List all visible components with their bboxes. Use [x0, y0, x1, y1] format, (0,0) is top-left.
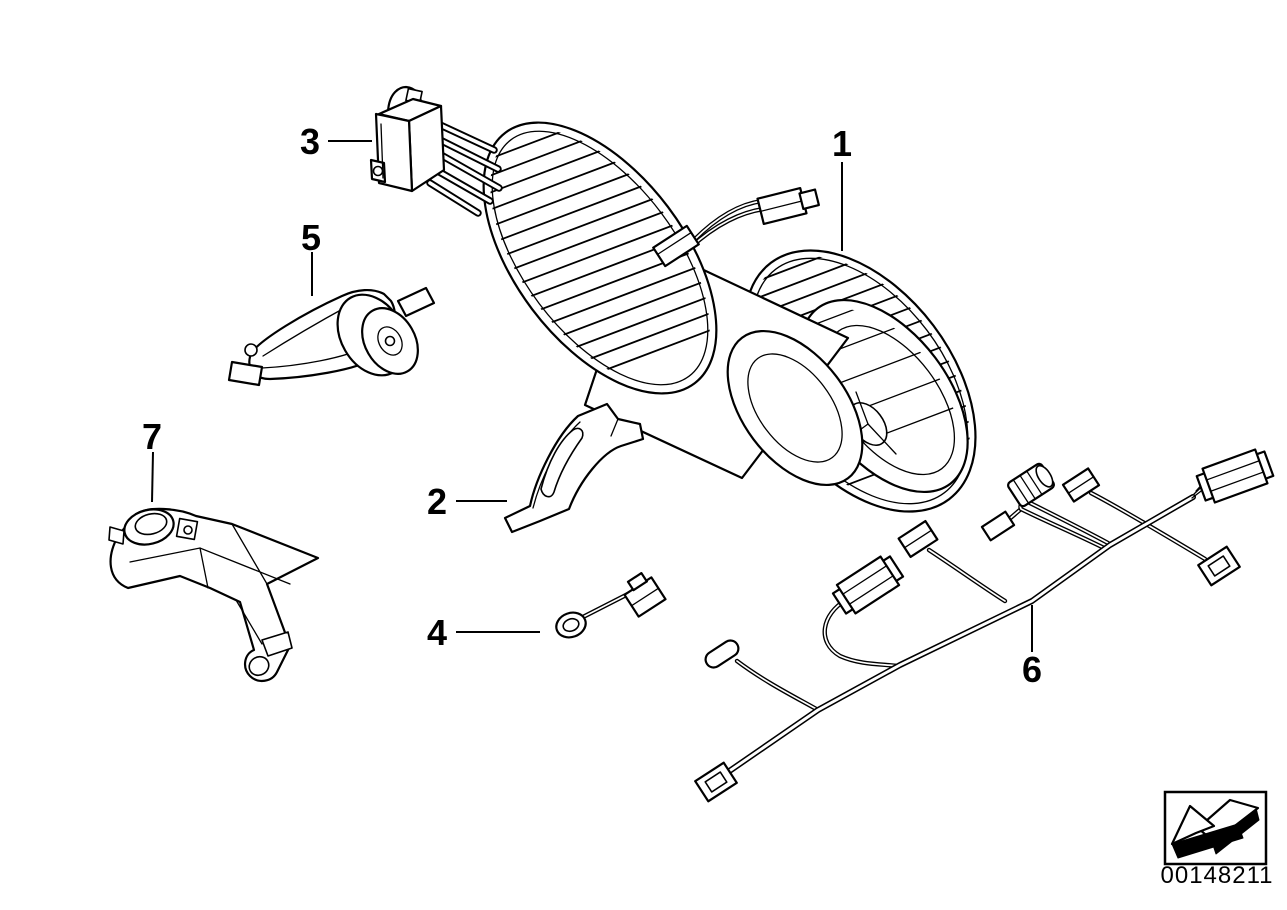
callout-5[interactable]: 5: [301, 217, 321, 296]
harness-end-connector: [694, 761, 738, 803]
callout-1-label[interactable]: 1: [832, 123, 852, 164]
callout-2-label[interactable]: 2: [427, 481, 447, 522]
part-7-bracket-drawing: [108, 507, 320, 682]
harness-round-connector: [1007, 462, 1055, 508]
callout-7-label[interactable]: 7: [142, 416, 162, 457]
harness-connector-d: [1195, 448, 1275, 504]
callout-4-label[interactable]: 4: [427, 612, 447, 653]
callout-5-label[interactable]: 5: [301, 217, 321, 258]
stamp-code: 00148211: [1161, 862, 1274, 889]
callout-6-label[interactable]: 6: [1022, 649, 1042, 690]
harness-plug-small: [980, 510, 1016, 542]
part-2-strap-drawing: [503, 402, 645, 534]
part-6-wiring-harness-drawing: [694, 448, 1275, 803]
part-1-blower-motor-drawing: [467, 91, 1003, 535]
callout-2[interactable]: 2: [427, 481, 507, 522]
callout-6[interactable]: 6: [1022, 605, 1042, 690]
part-5-actuator-drawing: [227, 286, 436, 387]
harness-connector-c: [1061, 467, 1101, 503]
callout-7[interactable]: 7: [142, 416, 162, 503]
motor-pigtail-connector: [652, 186, 820, 268]
part-4-sensor-drawing: [555, 572, 667, 639]
harness-capsule-lead: [704, 639, 740, 669]
harness-connector-e: [1197, 545, 1241, 587]
part-3-blower-resistor-drawing: [369, 85, 503, 217]
footer-stamp: 00148211: [1161, 790, 1274, 889]
harness-connector-a: [831, 555, 905, 615]
left-fan-cage: [467, 91, 733, 423]
callouts: 1 2 3 4 5 6 7: [142, 121, 1042, 690]
down-left-arrow-icon: [1170, 798, 1260, 859]
harness-connector-b: [897, 519, 939, 559]
callout-3[interactable]: 3: [300, 121, 372, 162]
callout-4[interactable]: 4: [427, 612, 540, 653]
callout-1[interactable]: 1: [832, 123, 852, 251]
callout-3-label[interactable]: 3: [300, 121, 320, 162]
